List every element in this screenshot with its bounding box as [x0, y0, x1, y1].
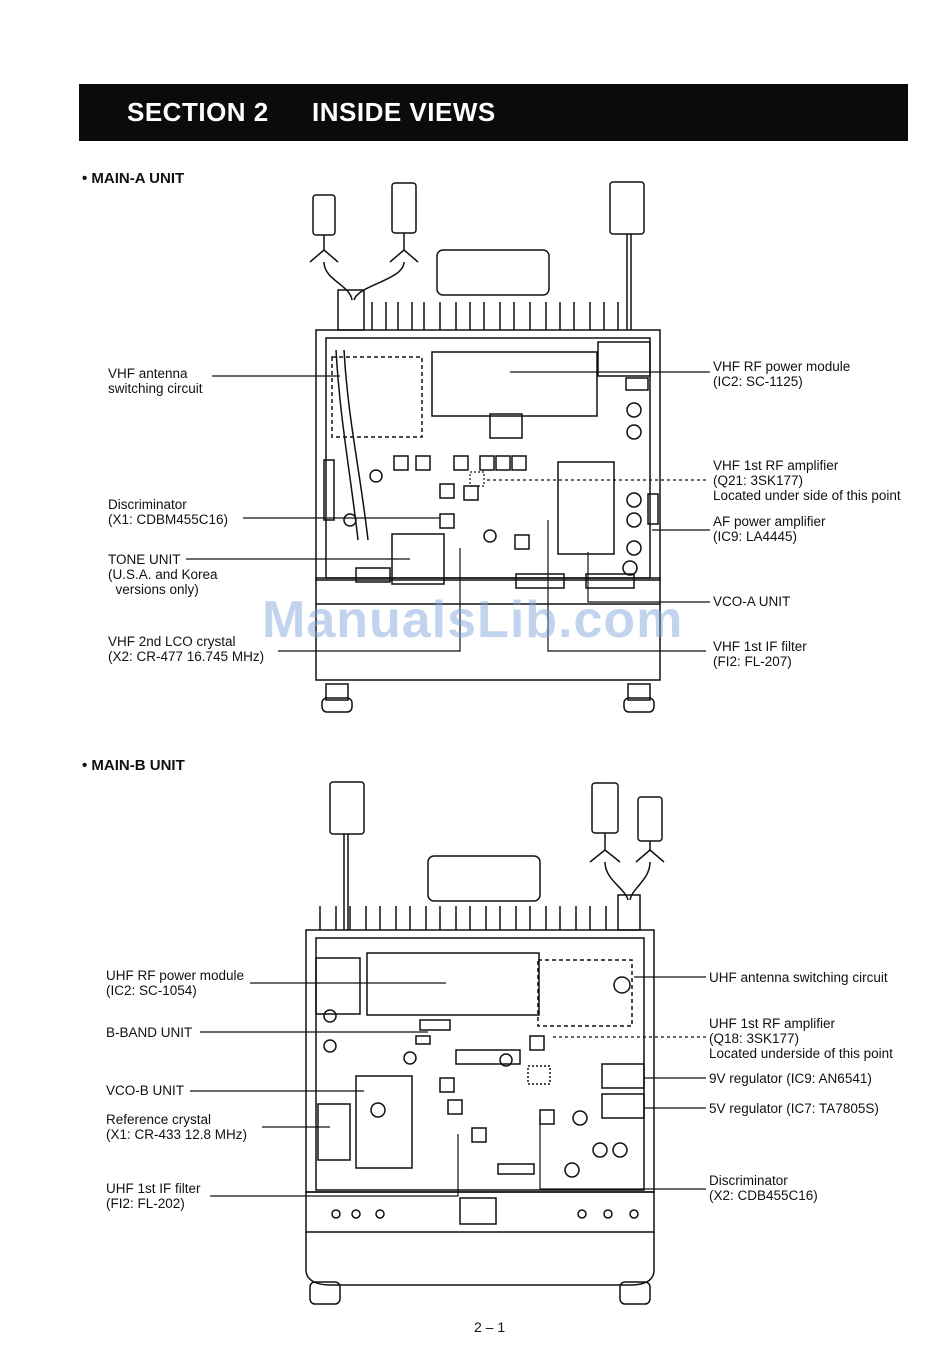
watermark: ManualsLib.com [262, 591, 684, 649]
page-number: 2 – 1 [474, 1319, 506, 1335]
section-header: SECTION 2 INSIDE VIEWS [79, 84, 908, 141]
label-9v-regulator: 9V regulator (IC9: AN6541) [709, 1071, 872, 1086]
label-uhf-1st-if: UHF 1st IF filter (FI2: FL-202) [106, 1181, 201, 1211]
section-number: SECTION 2 [127, 97, 269, 127]
label-vhf-1st-if: VHF 1st IF filter (FI2: FL-207) [713, 639, 807, 669]
label-uhf-antenna-switching: UHF antenna switching circuit [709, 970, 888, 985]
main-b-title: • MAIN-B UNIT [82, 757, 185, 774]
label-uhf-rf-power: UHF RF power module (IC2: SC-1054) [106, 968, 245, 998]
label-uhf-1st-rf-amp: UHF 1st RF amplifier (Q18: 3SK177) Locat… [709, 1016, 893, 1061]
label-discriminator-b: Discriminator (X2: CDB455C16) [709, 1173, 818, 1203]
label-vhf-2nd-lco: VHF 2nd LCO crystal (X2: CR-477 16.745 M… [108, 634, 265, 664]
main-a-diagram [309, 181, 661, 713]
main-b-diagram [305, 781, 665, 1305]
label-af-power-amp: AF power amplifier (IC9: LA4445) [713, 514, 826, 544]
label-5v-regulator: 5V regulator (IC7: TA7805S) [709, 1101, 879, 1116]
label-vhf-antenna-switching: VHF antenna switching circuit [108, 366, 203, 396]
label-tone-unit: TONE UNIT (U.S.A. and Korea versions onl… [108, 552, 218, 597]
label-reference-crystal: Reference crystal (X1: CR-433 12.8 MHz) [106, 1112, 248, 1142]
label-vco-a-unit: VCO-A UNIT [713, 594, 791, 609]
label-b-band-unit: B-BAND UNIT [106, 1025, 193, 1040]
label-discriminator-a: Discriminator (X1: CDBM455C16) [108, 497, 229, 527]
label-vhf-rf-power: VHF RF power module (IC2: SC-1125) [713, 359, 851, 389]
main-a-title: • MAIN-A UNIT [82, 170, 185, 187]
label-vhf-1st-rf-amp: VHF 1st RF amplifier (Q21: 3SK177) Locat… [713, 458, 901, 503]
label-vco-b-unit: VCO-B UNIT [106, 1083, 185, 1098]
section-title: INSIDE VIEWS [312, 97, 496, 127]
